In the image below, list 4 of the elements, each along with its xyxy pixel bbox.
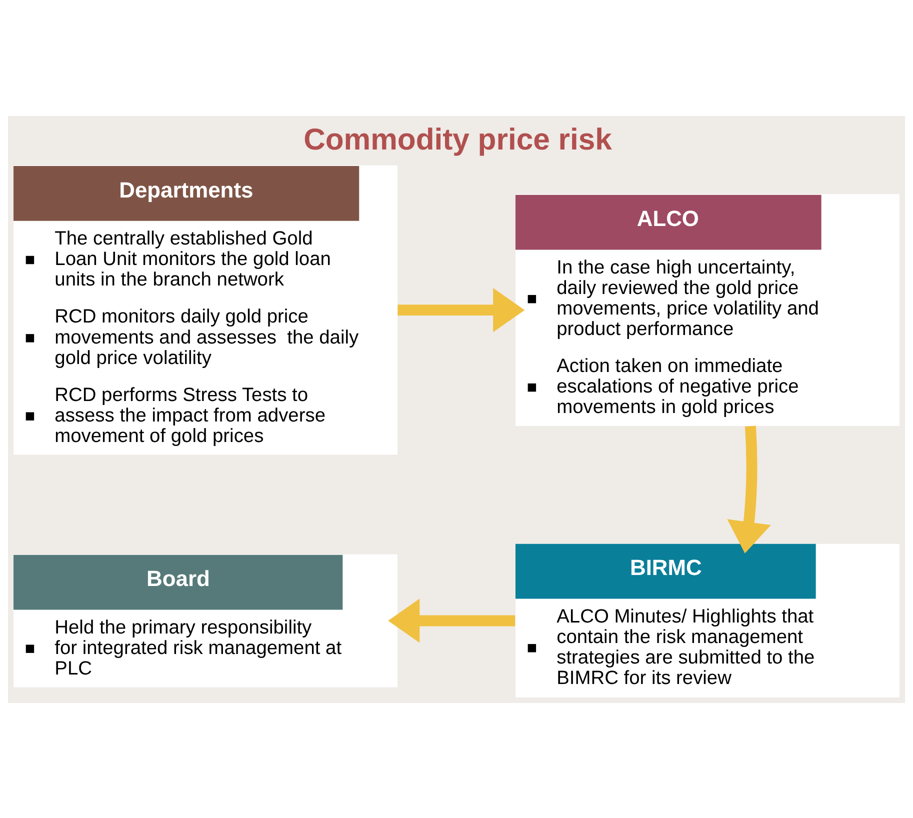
arrow <box>388 598 516 642</box>
diagram-title: Commodity price risk <box>304 123 612 156</box>
arrow <box>727 425 771 553</box>
arrow <box>398 288 525 332</box>
